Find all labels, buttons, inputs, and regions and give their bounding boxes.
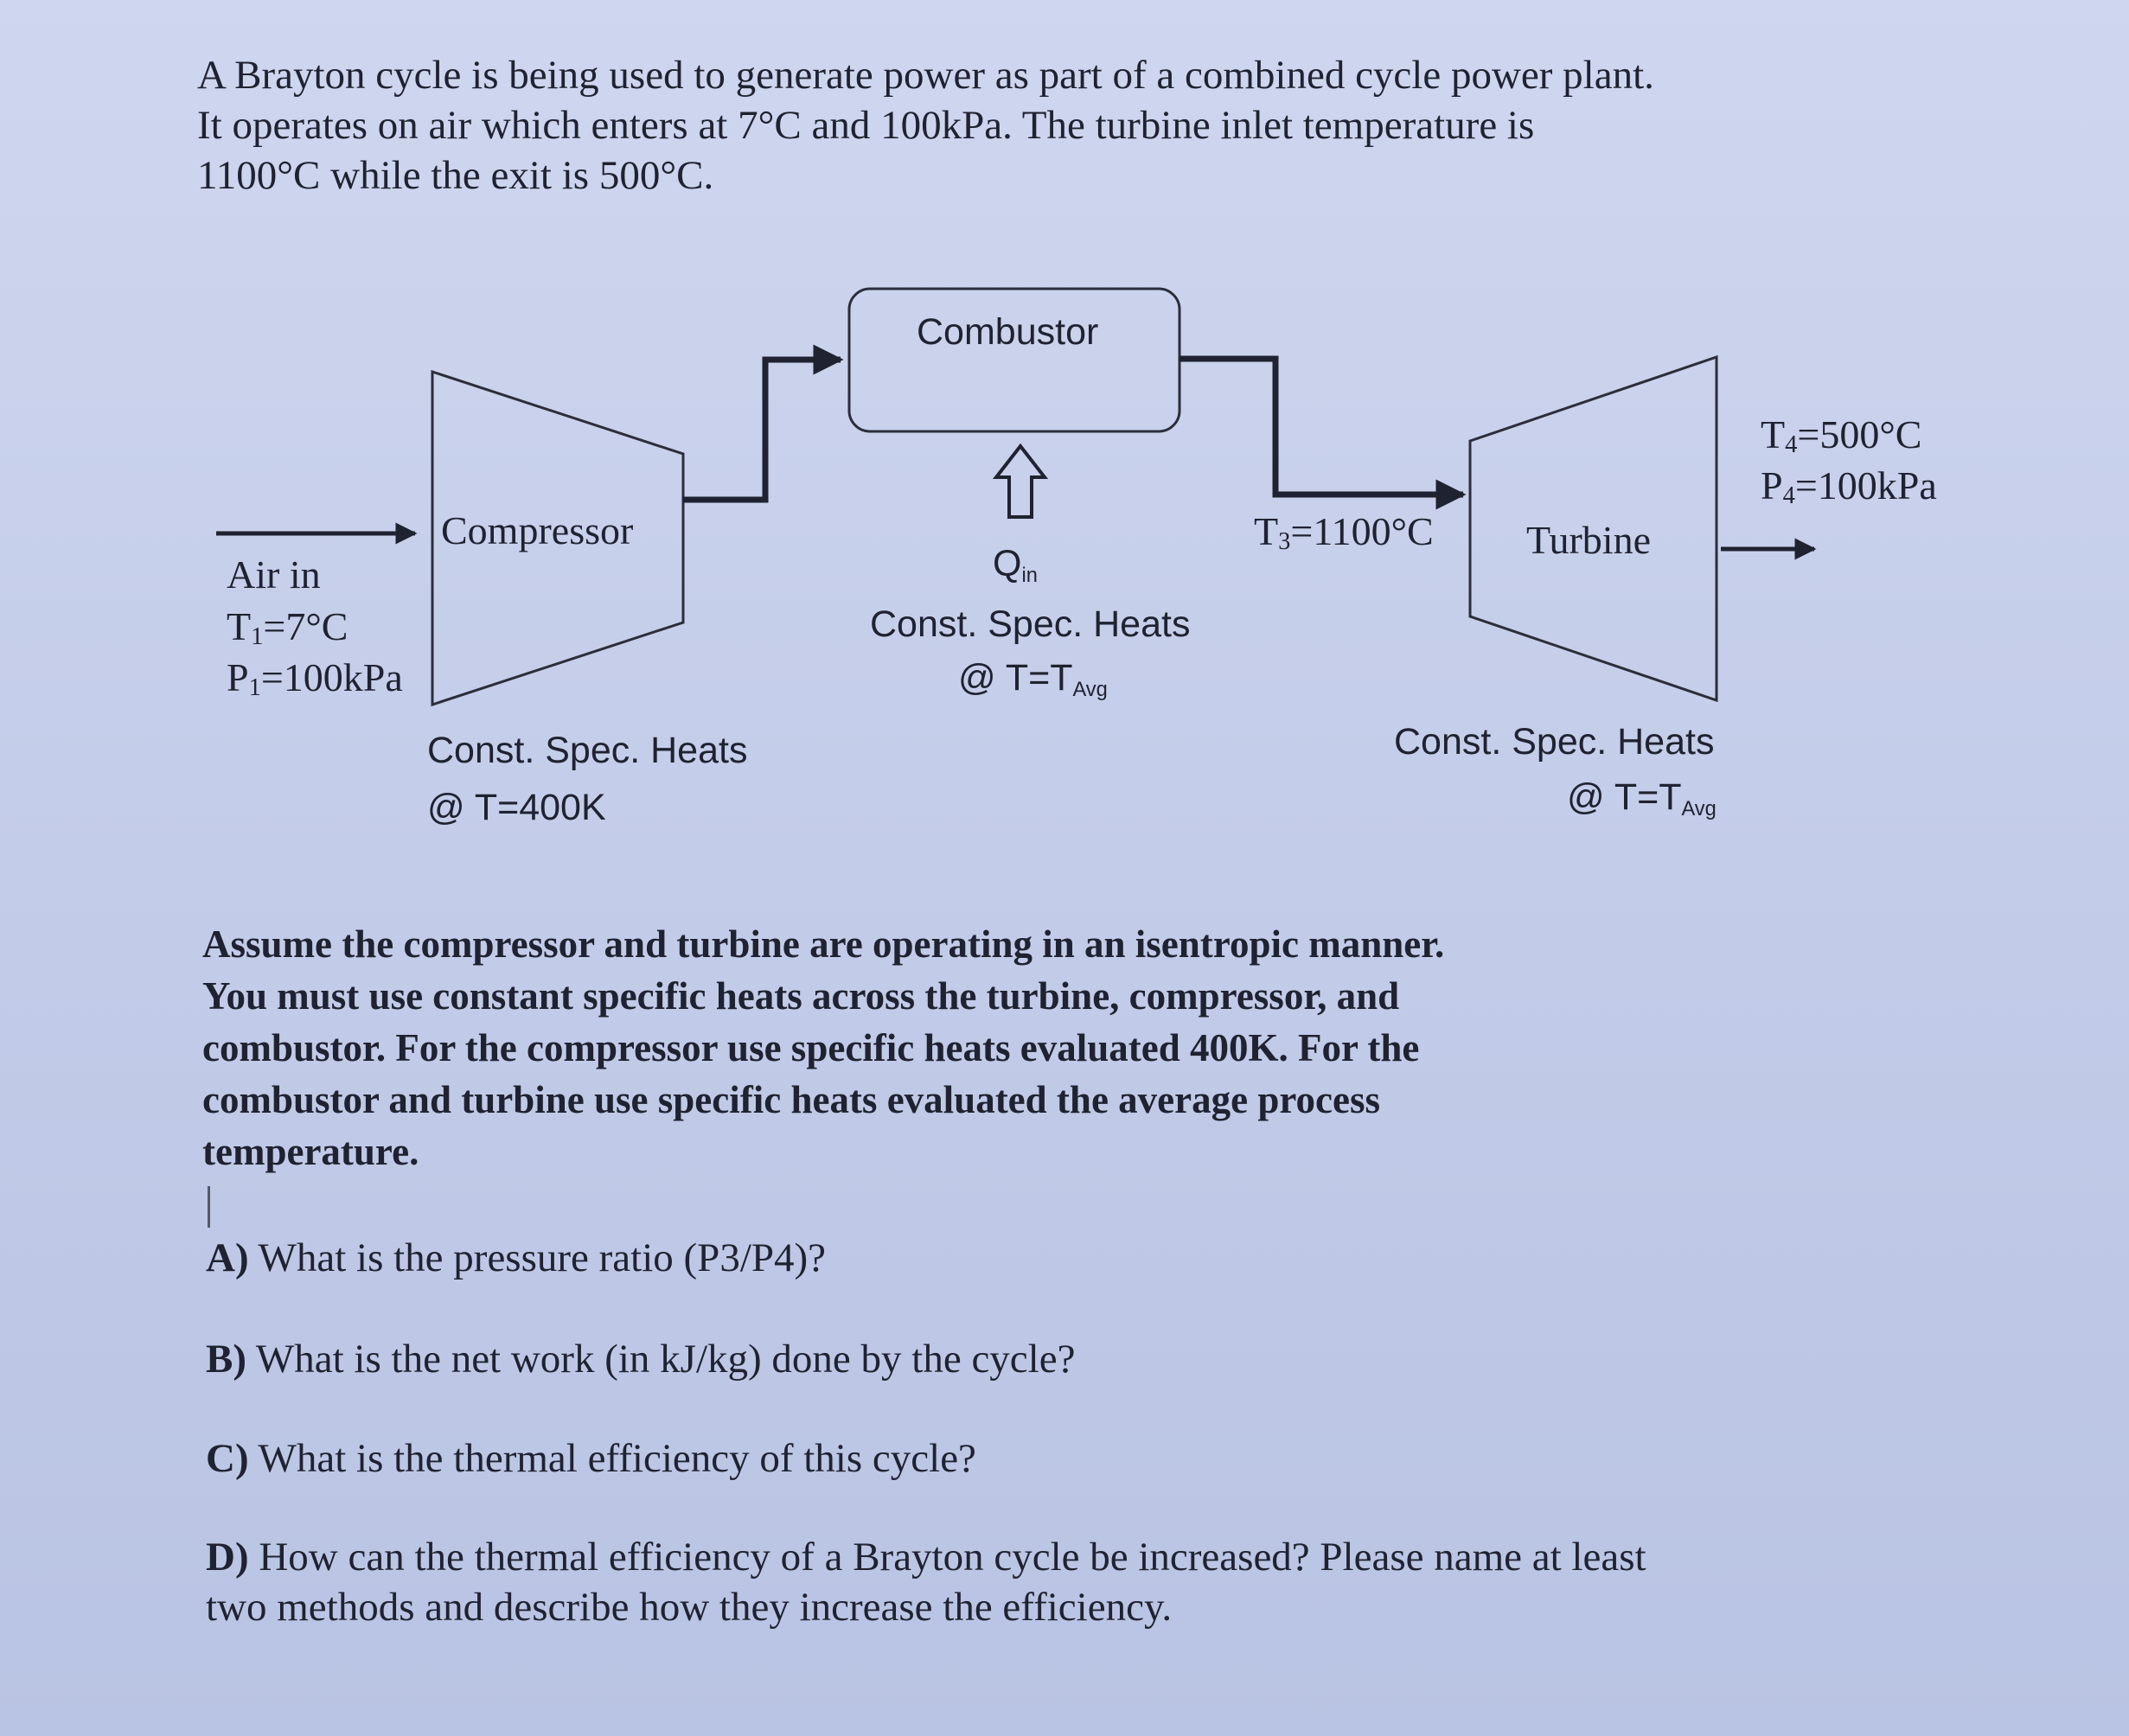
question-b-text: What is the net work (in kJ/kg) done by … <box>246 1337 1076 1382</box>
assumption-line-4: combustor and turbine use specific heats… <box>202 1078 1380 1121</box>
exit-pressure: P4=100kPa <box>1761 463 1937 510</box>
combustor-at-text: @ T=T <box>958 657 1073 699</box>
question-c-text: What is the thermal efficiency of this c… <box>248 1436 976 1481</box>
t4-symbol: T <box>1761 412 1786 456</box>
compressor-spec-heats: Const. Spec. Heats <box>427 730 748 771</box>
assumption-line-2: You must use constant specific heats acr… <box>202 974 1400 1018</box>
turbine-inlet-temperature: T3=1100°C <box>1254 508 1434 556</box>
compressor-shape <box>431 369 685 707</box>
heat-input-arrow-icon <box>992 443 1049 519</box>
question-d: D) How can the thermal efficiency of a B… <box>206 1532 1646 1632</box>
assumption-line-5: temperature. <box>202 1130 419 1173</box>
question-c: C) What is the thermal efficiency of thi… <box>206 1435 976 1482</box>
combustor-spec-temp: @ T=TAvg <box>958 657 1108 702</box>
question-d-line-1: How can the thermal efficiency of a Bray… <box>248 1535 1646 1580</box>
combustor-shape <box>847 287 1181 433</box>
question-c-letter: C) <box>206 1436 249 1481</box>
question-b-letter: B) <box>206 1337 246 1382</box>
p4-symbol: P <box>1761 463 1783 507</box>
p1-value: =100kPa <box>260 655 403 699</box>
t3-subscript: 3 <box>1278 528 1291 556</box>
turbine-spec-heats: Const. Spec. Heats <box>1394 721 1715 763</box>
problem-statement: A Brayton cycle is being used to generat… <box>197 50 1654 201</box>
compressor-spec-temp: @ T=400K <box>427 787 606 828</box>
combustor-to-turbine-line <box>1180 355 1467 510</box>
question-a-text: What is the pressure ratio (P3/P4)? <box>248 1235 827 1280</box>
compressor-to-combustor-line <box>683 344 844 503</box>
question-a-letter: A) <box>206 1235 249 1280</box>
p4-subscript: 4 <box>1782 482 1795 510</box>
question-d-letter: D) <box>206 1535 249 1580</box>
exit-temperature: T4=500°C <box>1761 412 1921 459</box>
question-d-line-2: two methods and describe how they increa… <box>206 1585 1173 1630</box>
turbine-shape <box>1468 354 1718 703</box>
t4-value: =500°C <box>1797 412 1922 456</box>
combustor-spec-heats: Const. Spec. Heats <box>870 603 1191 645</box>
question-b: B) What is the net work (in kJ/kg) done … <box>206 1336 1075 1382</box>
text-cursor <box>208 1186 210 1228</box>
heat-input-label: Qin <box>993 543 1038 588</box>
p4-value: =100kPa <box>1794 463 1937 507</box>
q-symbol: Q <box>993 543 1022 584</box>
assumption-line-1: Assume the compressor and turbine are op… <box>202 922 1445 966</box>
compressor-label: Compressor <box>441 508 634 552</box>
q-subscript: in <box>1021 565 1038 588</box>
t1-subscript: 1 <box>251 623 264 651</box>
question-a: A) What is the pressure ratio (P3/P4)? <box>206 1235 826 1281</box>
combustor-at-subscript: Avg <box>1072 679 1108 702</box>
inlet-pressure: P1=100kPa <box>227 654 403 702</box>
combustor-label: Combustor <box>917 311 1099 353</box>
turbine-at-text: @ T=T <box>1567 776 1682 818</box>
p1-symbol: P <box>227 655 249 699</box>
inlet-temperature: T1=7°C <box>227 603 348 651</box>
p1-subscript: 1 <box>248 674 261 702</box>
t1-symbol: T <box>227 604 252 648</box>
air-in-label: Air in <box>227 552 321 597</box>
t3-value: =1100°C <box>1290 509 1434 553</box>
t3-symbol: T <box>1254 509 1279 553</box>
assumptions-block: Assume the compressor and turbine are op… <box>202 918 1444 1178</box>
intro-line-3: 1100°C while the exit is 500°C. <box>197 153 714 198</box>
turbine-at-subscript: Avg <box>1681 798 1717 821</box>
turbine-label: Turbine <box>1526 518 1651 562</box>
assumption-line-3: combustor. For the compressor use specif… <box>202 1026 1420 1069</box>
intro-line-2: It operates on air which enters at 7°C a… <box>197 103 1535 148</box>
intro-line-1: A Brayton cycle is being used to generat… <box>197 53 1654 98</box>
t1-value: =7°C <box>263 604 348 648</box>
turbine-spec-temp: @ T=TAvg <box>1567 776 1717 821</box>
t4-subscript: 4 <box>1785 431 1798 459</box>
